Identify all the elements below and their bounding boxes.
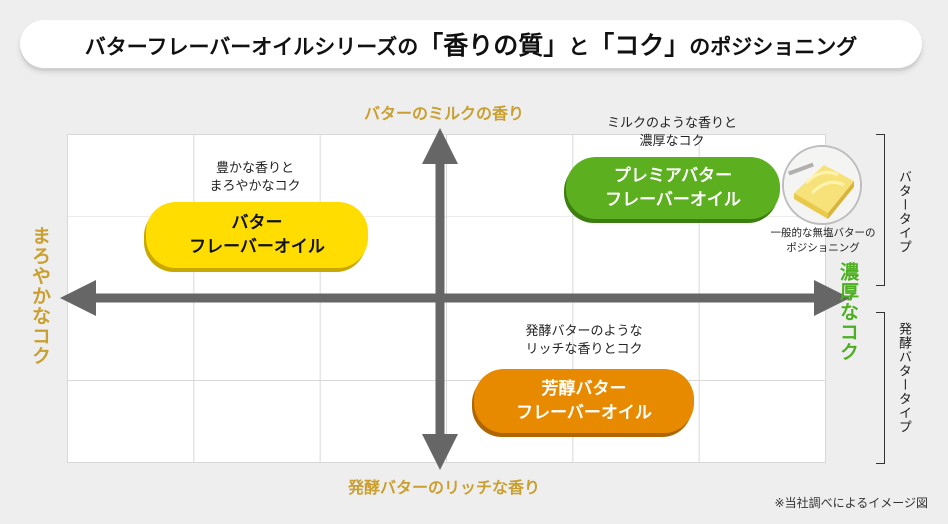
fermented-type-bracket [876,312,885,464]
butter-flavor-oil-pill: バター フレーバーオイル [146,202,368,268]
pill-line: バター [231,213,283,233]
title-part1: バターフレーバーオイルシリーズの [84,34,419,59]
note-line: 一般的な無塩バターの [770,227,876,239]
desc-line: リッチな香りとコク [525,342,643,357]
desc-line: 濃厚なコク [639,134,705,149]
desc-line: ミルクのような香りと [606,116,737,131]
title-part2: と [568,34,590,59]
butter-type-bracket [876,134,885,286]
premium-butter-flavor-oil-pill: プレミアバター フレーバーオイル [566,157,780,219]
axis-label-top: バターのミルクの香り [363,104,524,123]
pill-line: 芳醇バター [541,379,627,399]
note-line: ポジショニング [786,242,860,254]
butter-image [782,145,862,225]
title-koku: 「コク」 [589,31,690,60]
pill-line: フレーバーオイル [605,190,741,210]
premium-description: ミルクのような香りと 濃厚なコク [582,115,762,151]
fermented-description: 発酵バターのような リッチな香りとコク [494,323,674,359]
desc-line: 発酵バターのような [525,324,643,339]
axis-label-right: 濃厚なコク [837,262,859,362]
desc-line: 豊かな香りと [215,161,294,176]
page-title: バターフレーバーオイルシリーズの「香りの質」と「コク」のポジショニング [85,26,858,62]
pill-line: プレミアバター [613,166,733,186]
title-banner: バターフレーバーオイルシリーズの「香りの質」と「コク」のポジショニング [20,20,922,68]
pill-line: フレーバーオイル [189,237,325,257]
fermented-butter-flavor-oil-pill: 芳醇バター フレーバーオイル [474,369,694,433]
title-part3: のポジショニング [689,34,858,59]
pill-line: フレーバーオイル [516,403,652,423]
butter-description: 豊かな香りと まろやかなコク [180,160,330,196]
butter-type-label: バタータイプ [896,170,911,254]
butter-positioning-note: 一般的な無塩バターの ポジショニング [748,226,898,256]
axis-label-left: まろやかなコク [29,226,51,366]
title-quality: 「香りの質」 [418,31,569,60]
desc-line: まろやかなコク [209,179,301,194]
fermented-type-label: 発酵バタータイプ [896,322,911,434]
footnote: ※当社調べによるイメージ図 [774,496,928,510]
axis-label-bottom: 発酵バターのリッチな香り [347,478,540,497]
